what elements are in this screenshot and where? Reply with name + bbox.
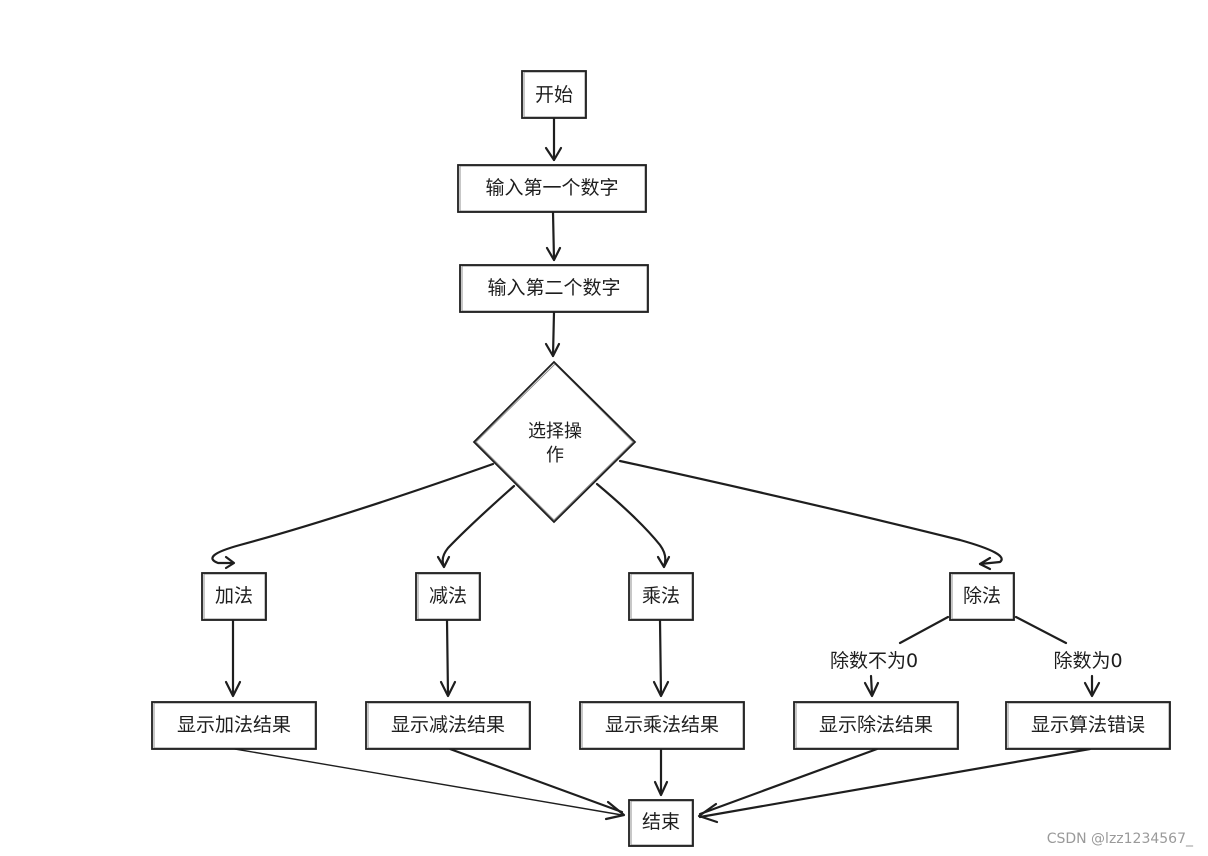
edge-input-second-to-decision — [551, 310, 556, 358]
node-show-subtract-label: 显示减法结果 — [391, 714, 505, 736]
edge-decision-to-divide — [618, 459, 1003, 566]
arrow-head — [656, 555, 671, 569]
node-end: 结束 — [628, 799, 694, 847]
edge-show-error-to-end — [698, 747, 1092, 819]
node-input-second: 输入第二个数字 — [459, 264, 649, 313]
node-decision-label-line2: 作 — [546, 445, 564, 466]
edge-decision-to-multiply — [595, 482, 667, 568]
edge-labels: 除数不为0 除数为0 — [830, 650, 1123, 672]
edge-show-divide-to-end — [698, 747, 879, 816]
edge-decision-to-subtract — [441, 484, 516, 568]
node-divide-label: 除法 — [963, 585, 1001, 607]
arrow-head — [863, 681, 880, 698]
edge-multiply-to-show-multiply — [658, 618, 663, 697]
arrow-head — [544, 146, 563, 162]
node-show-divide-label: 显示除法结果 — [819, 714, 933, 736]
node-decision-label-line1: 选择操 — [528, 421, 582, 442]
node-add-label: 加法 — [215, 585, 253, 607]
node-show-error: 显示算法错误 — [1005, 701, 1171, 750]
node-divide: 除法 — [949, 572, 1015, 621]
node-input-first-label: 输入第一个数字 — [485, 177, 618, 199]
edge-divide-to-nonzero-label — [898, 615, 950, 645]
node-show-error-label: 显示算法错误 — [1031, 714, 1145, 736]
arrow-head — [224, 555, 236, 570]
watermark: CSDN @lzz1234567_ — [1047, 831, 1194, 847]
arrow-head — [545, 246, 562, 262]
node-show-multiply: 显示乘法结果 — [579, 701, 745, 750]
edges — [211, 116, 1101, 824]
arrow-head — [1083, 681, 1101, 698]
edge-label-divisor-nonzero: 除数不为0 — [830, 650, 918, 672]
node-subtract: 减法 — [415, 572, 481, 621]
edge-decision-to-add — [211, 462, 495, 565]
node-multiply-label: 乘法 — [642, 585, 680, 607]
node-show-divide: 显示除法结果 — [793, 701, 959, 750]
arrow-head — [604, 800, 626, 821]
arrow-head — [652, 680, 670, 698]
arrow-head — [697, 802, 719, 824]
edge-label-divisor-zero: 除数为0 — [1053, 650, 1122, 672]
node-input-first: 输入第一个数字 — [457, 164, 647, 213]
edge-divide-to-zero-label — [1014, 615, 1068, 645]
node-show-multiply-label: 显示乘法结果 — [605, 714, 719, 736]
node-start-label: 开始 — [535, 84, 573, 106]
arrow-head — [224, 680, 242, 698]
edge-nonzero-label-to-show-divide — [869, 674, 874, 696]
node-show-add-label: 显示加法结果 — [177, 714, 291, 736]
node-show-add: 显示加法结果 — [151, 701, 317, 750]
edge-subtract-to-show-subtract — [445, 618, 450, 697]
arrow-head — [978, 556, 992, 571]
arrow-head — [653, 780, 669, 797]
node-decision: 选择操 作 — [472, 360, 637, 524]
node-start: 开始 — [521, 70, 587, 119]
node-show-subtract: 显示减法结果 — [365, 701, 531, 750]
node-subtract-label: 减法 — [429, 585, 467, 607]
nodes: 开始 输入第一个数字 输入第二个数字 选择操 作 加法 — [151, 70, 1171, 847]
edge-show-add-to-end — [234, 748, 623, 816]
node-multiply: 乘法 — [628, 572, 694, 621]
edge-show-subtract-to-end — [448, 747, 624, 814]
arrow-head — [439, 680, 457, 698]
edge-input-first-to-input-second — [551, 210, 556, 262]
node-end-label: 结束 — [642, 811, 680, 833]
arrow-head — [544, 342, 561, 358]
arrow-head — [436, 555, 451, 569]
node-add: 加法 — [201, 572, 267, 621]
node-input-second-label: 输入第二个数字 — [487, 277, 620, 299]
